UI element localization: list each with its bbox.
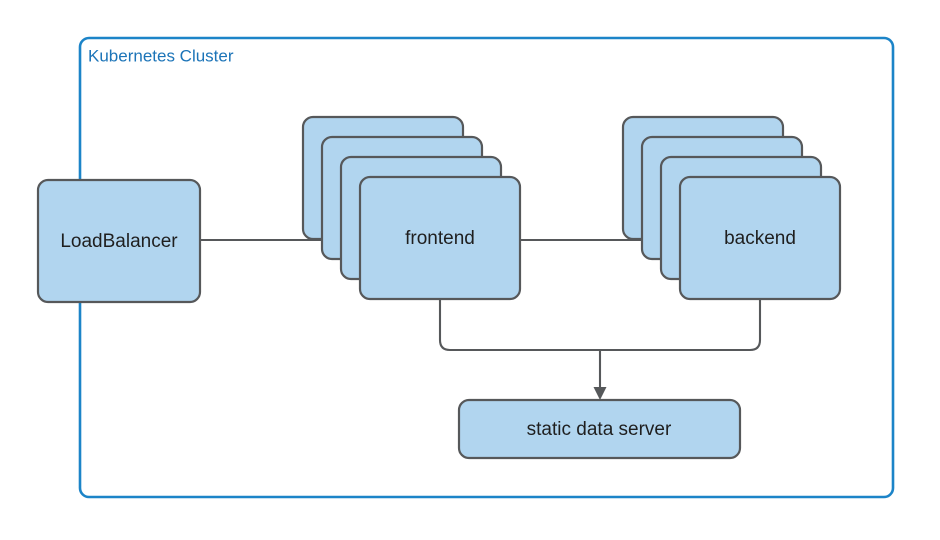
frontend-label: frontend [405,228,475,249]
edge-frontend-to-static-data-server[interactable] [438,299,600,352]
cluster-label: Kubernetes Cluster [88,46,234,65]
arrowhead-icon [593,387,607,400]
node-loadbalancer[interactable]: LoadBalancer [36,178,202,304]
node-frontend[interactable]: frontend [301,115,522,301]
node-backend[interactable]: backend [621,115,842,301]
edge-merge-to-static-data-server[interactable] [593,350,607,400]
node-static-data-server[interactable]: static data server [457,398,742,460]
static-data-server-label: static data server [527,419,672,440]
edge-line [438,299,600,352]
edge-backend-to-static-data-server[interactable] [600,299,762,352]
edge-line [600,299,762,352]
backend-label: backend [724,228,796,249]
loadbalancer-label: LoadBalancer [60,231,178,252]
loadbalancer-rect [36,178,202,304]
static-data-server-rect [457,398,742,460]
